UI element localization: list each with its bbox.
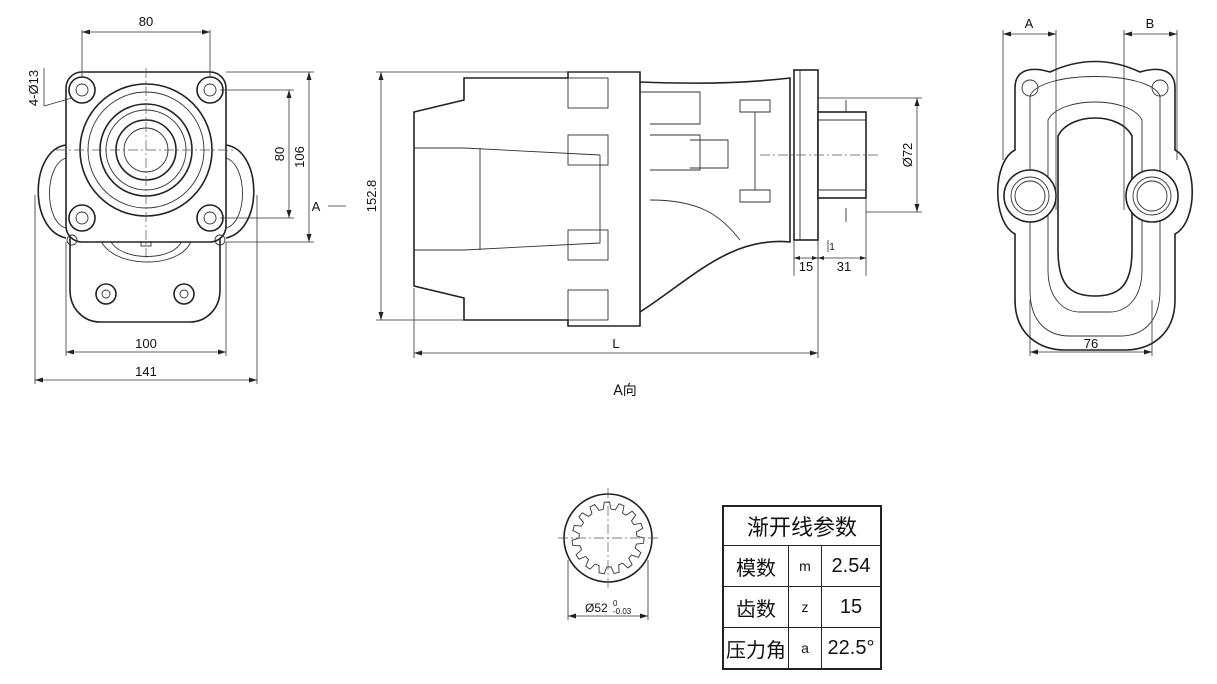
param-value-teeth: 15 — [821, 586, 882, 628]
side-dim-shaft: Ø72 — [900, 143, 915, 168]
param-name-module: 模数 — [722, 545, 789, 587]
side-dim-height: 152.8 — [364, 180, 379, 213]
param-value-module: 2.54 — [821, 545, 882, 587]
a-view-dim-bottom: 76 — [1084, 336, 1098, 351]
param-name-pressure-angle: 压力角 — [722, 627, 789, 670]
a-view-port-b: B — [1146, 16, 1155, 31]
front-dim-top: 80 — [139, 14, 153, 29]
front-view: 80 4-Ø13 80 106 100 141 A — [26, 14, 346, 384]
a-view-port-a: A — [1025, 16, 1034, 31]
a-view-caption: A向 — [613, 383, 637, 399]
spline-tol-lower: -0.03 — [613, 607, 632, 616]
front-dim-right-inner: 80 — [272, 147, 287, 161]
front-dim-bottom-inner: 100 — [135, 336, 157, 351]
table-row: 模数 m 2.54 — [722, 545, 882, 587]
param-symbol-module: m — [788, 545, 822, 587]
a-view: A B 76 — [997, 16, 1193, 356]
param-symbol-teeth: z — [788, 586, 822, 628]
table-row: 齿数 z 15 — [722, 586, 882, 628]
param-symbol-pressure-angle: a — [788, 627, 822, 670]
side-dim-31: 31 — [837, 259, 851, 274]
spline-dim-label: Ø52 — [585, 601, 608, 615]
front-dim-bottom-outer: 141 — [135, 364, 157, 379]
front-dim-right-outer: 106 — [292, 146, 307, 168]
front-dim-holes: 4-Ø13 — [26, 70, 41, 106]
side-view: 152.8 Ø72 L 15 31 1 — [364, 69, 922, 358]
side-dim-15: 15 — [799, 259, 813, 274]
view-marker-a: A — [312, 199, 321, 214]
spline-tol-upper: 0 — [613, 599, 618, 608]
side-dim-length: L — [612, 336, 619, 351]
side-dim-1: 1 — [829, 242, 835, 253]
table-row: 压力角 a 22.5° — [722, 627, 882, 670]
param-name-teeth: 齿数 — [722, 586, 789, 628]
spline-section: Ø52 0 -0.03 — [558, 488, 658, 620]
involute-parameter-table: 渐开线参数 模数 m 2.54 齿数 z 15 压力角 a 22.5° — [722, 505, 882, 670]
param-value-pressure-angle: 22.5° — [821, 627, 882, 670]
table-title: 渐开线参数 — [722, 505, 882, 546]
